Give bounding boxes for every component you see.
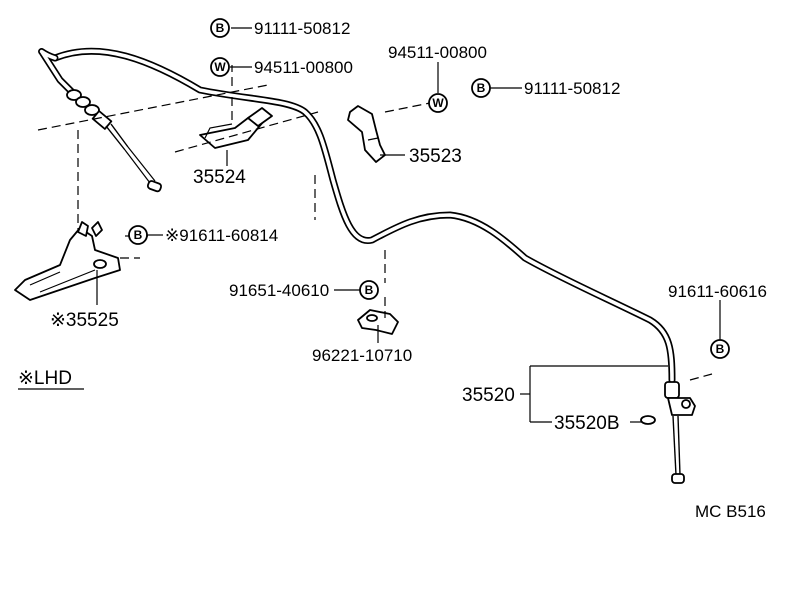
clamp-96221 bbox=[357, 309, 399, 335]
bolt-symbol-letter: B bbox=[477, 81, 486, 95]
washer-symbol-right: W bbox=[428, 93, 448, 113]
bracket-35525 bbox=[14, 221, 121, 301]
label-washer-right: 94511-00800 bbox=[388, 43, 487, 62]
washer-symbol-letter: W bbox=[432, 96, 444, 110]
bolt-symbol-top: B bbox=[210, 18, 230, 38]
label-washer-top: 94511-00800 bbox=[254, 58, 353, 77]
bolt-symbol-lhd: B bbox=[128, 225, 148, 245]
washer-symbol-top: W bbox=[210, 57, 230, 77]
bolt-symbol-letter: B bbox=[216, 21, 225, 35]
label-35523: 35523 bbox=[409, 146, 462, 167]
washer-symbol-letter: W bbox=[214, 60, 226, 74]
bracket-35523 bbox=[347, 105, 386, 163]
label-bolt-right: 91111-50812 bbox=[524, 79, 620, 98]
bolt-symbol-letter: B bbox=[365, 283, 374, 297]
assembly-lines bbox=[37, 65, 713, 381]
label-35525: ※35525 bbox=[50, 310, 119, 331]
bolt-symbol-letter: B bbox=[134, 228, 143, 242]
leader-lines bbox=[96, 27, 721, 423]
drawing-code: MC B516 bbox=[695, 502, 766, 521]
label-bolt-lower-right: 91611-60616 bbox=[668, 282, 767, 301]
label-bolt-mid: 91651-40610 bbox=[229, 281, 329, 300]
label-35520: 35520 bbox=[462, 385, 515, 406]
label-35524: 35524 bbox=[193, 167, 246, 188]
label-clamp: 96221-10710 bbox=[312, 346, 412, 365]
bracket-35524 bbox=[199, 107, 273, 149]
bolt-symbol-right: B bbox=[471, 78, 491, 98]
cable-35520 bbox=[38, 47, 676, 384]
label-35520b: 35520B bbox=[554, 413, 620, 434]
label-bolt-top: 91111-50812 bbox=[254, 19, 350, 38]
cable-end-right bbox=[640, 381, 696, 484]
bolt-symbol-mid: B bbox=[359, 280, 379, 300]
bolt-symbol-lower-right: B bbox=[710, 339, 730, 359]
label-bolt-lhd: ※91611-60814 bbox=[165, 226, 278, 245]
cable-end-left bbox=[66, 89, 163, 193]
lhd-note: ※LHD bbox=[18, 368, 72, 389]
bolt-symbol-letter: B bbox=[716, 342, 725, 356]
